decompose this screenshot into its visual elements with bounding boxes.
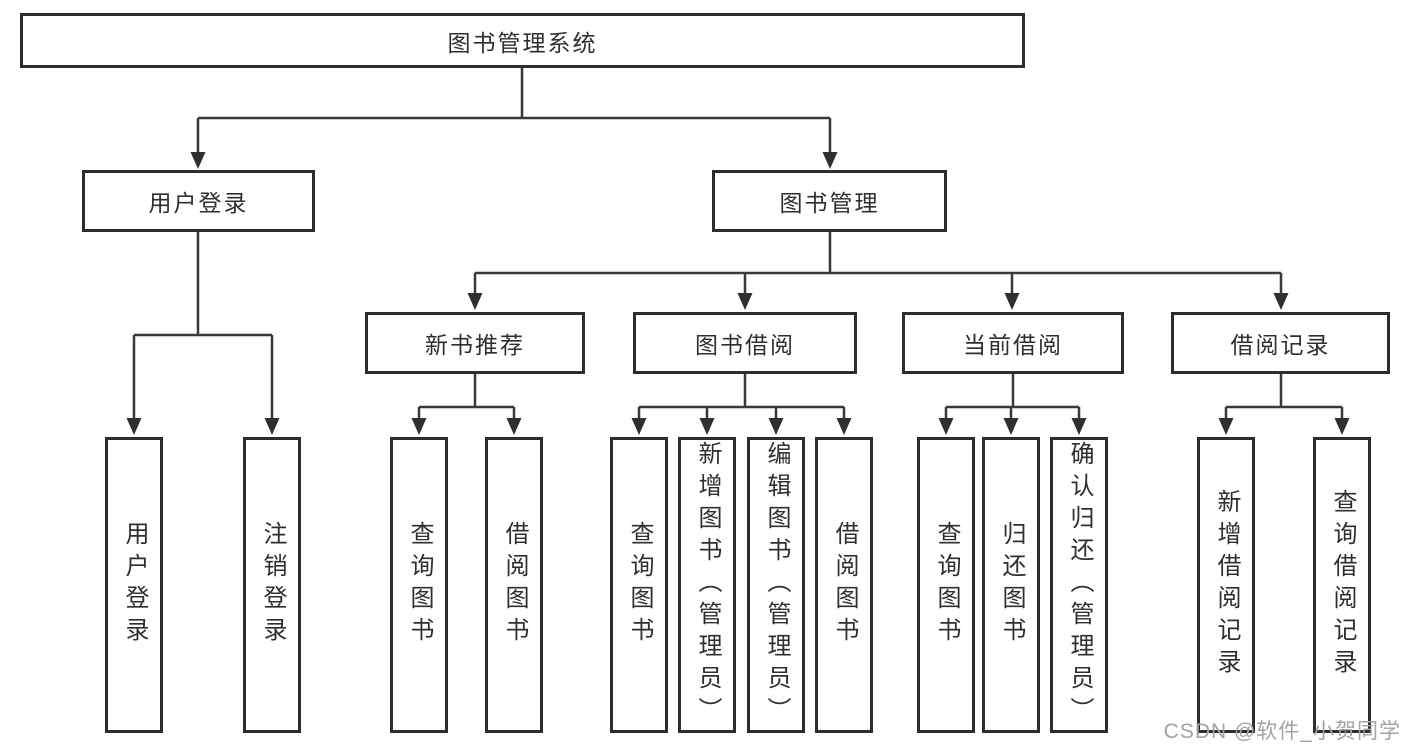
leaf-nbr-query-book: 查询图书	[390, 437, 448, 733]
leaf-bb-query-book-label: 查询图书	[626, 521, 653, 649]
leaf-nbr-borrow-book-label: 借阅图书	[501, 521, 528, 649]
leaf-user-login: 用户登录	[105, 437, 163, 733]
leaf-br-add-record: 新增借阅记录	[1197, 437, 1255, 733]
node-current-borrow-label: 当前借阅	[963, 332, 1063, 358]
leaf-cb-query-book: 查询图书	[917, 437, 975, 733]
leaf-cb-confirm-return-admin: 确认归还（管理员）	[1050, 437, 1108, 733]
leaf-cb-query-book-label: 查询图书	[933, 521, 960, 649]
node-new-book-recommend: 新书推荐	[365, 312, 585, 374]
leaf-bb-edit-book-admin-label: 编辑图书（管理员）	[763, 441, 790, 729]
leaf-bb-borrow-book-label: 借阅图书	[831, 521, 858, 649]
node-book-borrow-label: 图书借阅	[695, 332, 795, 358]
leaf-bb-add-book-admin: 新增图书（管理员）	[678, 437, 736, 733]
leaf-bb-edit-book-admin: 编辑图书（管理员）	[747, 437, 805, 733]
node-root-label: 图书管理系统	[447, 29, 598, 56]
leaf-logout-login-label: 注销登录	[259, 521, 286, 649]
node-user-login: 用户登录	[82, 170, 315, 232]
leaf-bb-add-book-admin-label: 新增图书（管理员）	[694, 441, 721, 729]
leaf-logout-login: 注销登录	[243, 437, 301, 733]
leaf-nbr-borrow-book: 借阅图书	[485, 437, 543, 733]
leaf-cb-return-book: 归还图书	[982, 437, 1040, 733]
node-root: 图书管理系统	[20, 13, 1025, 68]
leaf-br-query-record-label: 查询借阅记录	[1329, 489, 1356, 681]
leaf-bb-borrow-book: 借阅图书	[815, 437, 873, 733]
node-book-management: 图书管理	[712, 170, 947, 232]
node-borrow-record-label: 借阅记录	[1230, 332, 1331, 358]
leaf-nbr-query-book-label: 查询图书	[406, 521, 433, 649]
leaf-cb-confirm-return-admin-label: 确认归还（管理员）	[1066, 441, 1093, 729]
leaf-cb-return-book-label: 归还图书	[998, 521, 1025, 649]
node-new-book-recommend-label: 新书推荐	[425, 332, 525, 358]
node-book-management-label: 图书管理	[779, 190, 880, 216]
node-current-borrow: 当前借阅	[902, 312, 1124, 374]
leaf-bb-query-book: 查询图书	[610, 437, 668, 733]
csdn-watermark: CSDN @软件_小贺同学	[1163, 720, 1401, 743]
node-book-borrow: 图书借阅	[633, 312, 857, 374]
leaf-user-login-label: 用户登录	[121, 521, 148, 649]
node-user-login-label: 用户登录	[148, 190, 249, 216]
node-borrow-record: 借阅记录	[1171, 312, 1390, 374]
leaf-br-add-record-label: 新增借阅记录	[1213, 489, 1240, 681]
leaf-br-query-record: 查询借阅记录	[1313, 437, 1371, 733]
